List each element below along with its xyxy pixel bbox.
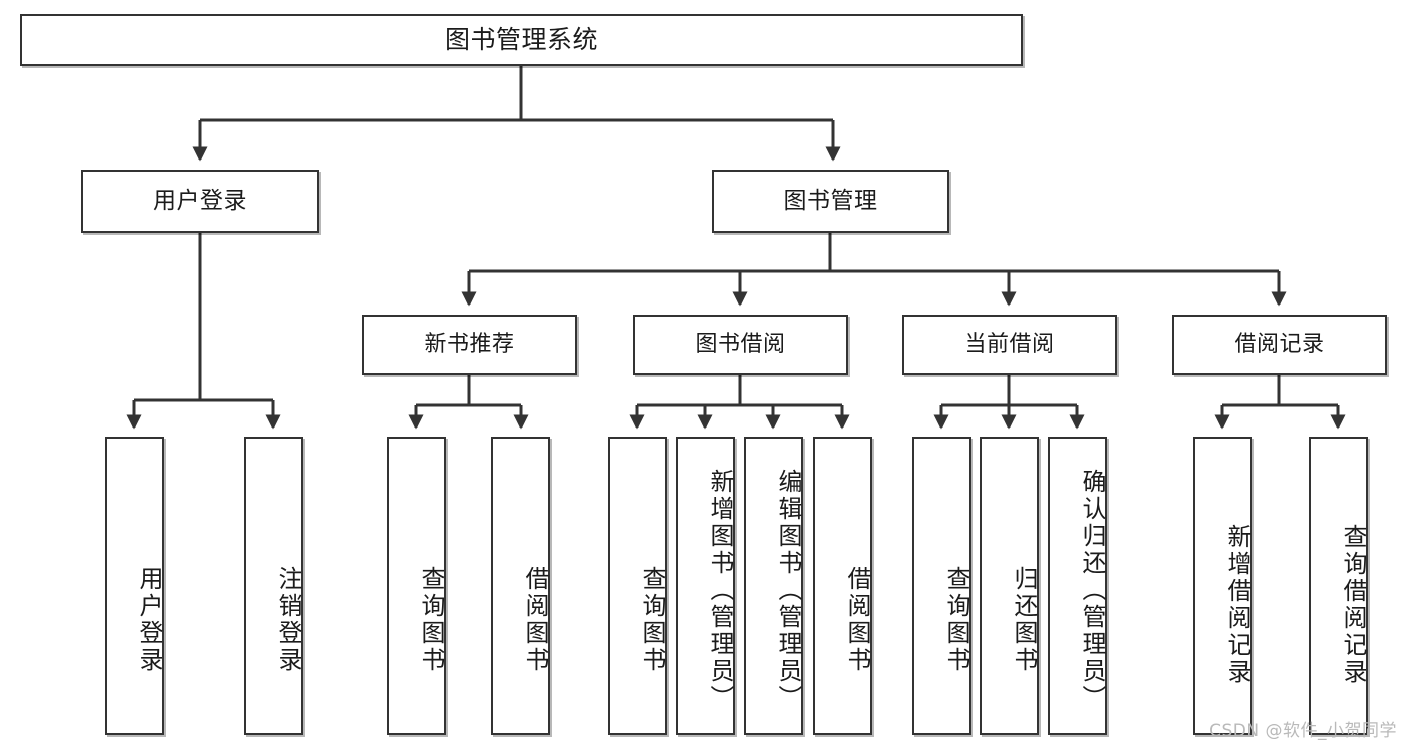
leaf-query-book-3[interactable]: 查询图书: [912, 437, 971, 735]
leaf-query-book-3-label: 查询图书: [942, 566, 970, 674]
leaf-add-book-label: 新增图书（管理员）: [706, 468, 734, 712]
node-borrow-record-label: 借阅记录: [1234, 331, 1325, 357]
leaf-query-record[interactable]: 查询借阅记录: [1309, 437, 1368, 735]
node-current-borrow[interactable]: 当前借阅: [902, 315, 1117, 375]
leaf-confirm-return-label: 确认归还（管理员）: [1078, 468, 1106, 712]
leaf-borrow-book-1[interactable]: 借阅图书: [491, 437, 550, 735]
leaf-query-book-2-label: 查询图书: [638, 566, 666, 674]
leaf-user-login[interactable]: 用户登录: [105, 437, 164, 735]
leaf-logout-label: 注销登录: [274, 566, 302, 674]
leaf-return-book[interactable]: 归还图书: [980, 437, 1039, 735]
leaf-query-record-label: 查询借阅记录: [1339, 524, 1367, 686]
node-book-borrow-label: 图书借阅: [695, 331, 786, 357]
leaf-borrow-book-2[interactable]: 借阅图书: [813, 437, 872, 735]
leaf-add-record-label: 新增借阅记录: [1223, 524, 1251, 686]
node-current-borrow-label: 当前借阅: [964, 331, 1055, 357]
leaf-query-book-1-label: 查询图书: [417, 566, 445, 674]
leaf-borrow-book-2-label: 借阅图书: [843, 566, 871, 674]
leaf-add-record[interactable]: 新增借阅记录: [1193, 437, 1252, 735]
leaf-confirm-return[interactable]: 确认归还（管理员）: [1048, 437, 1107, 735]
leaf-user-login-label: 用户登录: [135, 566, 163, 674]
leaf-add-book[interactable]: 新增图书（管理员）: [676, 437, 735, 735]
node-root-label: 图书管理系统: [444, 25, 598, 54]
node-borrow-record[interactable]: 借阅记录: [1172, 315, 1387, 375]
leaf-query-book-2[interactable]: 查询图书: [608, 437, 667, 735]
leaf-borrow-book-1-label: 借阅图书: [521, 566, 549, 674]
watermark: CSDN @软件_小贺同学: [1209, 721, 1397, 741]
node-book-manage-label: 图书管理: [783, 187, 878, 214]
node-book-manage[interactable]: 图书管理: [712, 170, 949, 233]
node-new-book-recommend[interactable]: 新书推荐: [362, 315, 577, 375]
leaf-return-book-label: 归还图书: [1010, 566, 1038, 674]
node-new-book-recommend-label: 新书推荐: [424, 331, 515, 357]
node-user-login-label: 用户登录: [153, 187, 247, 214]
leaf-edit-book-label: 编辑图书（管理员）: [774, 468, 802, 712]
node-root[interactable]: 图书管理系统: [20, 14, 1023, 66]
node-book-borrow[interactable]: 图书借阅: [633, 315, 848, 375]
node-user-login[interactable]: 用户登录: [81, 170, 319, 233]
leaf-logout[interactable]: 注销登录: [244, 437, 303, 735]
leaf-query-book-1[interactable]: 查询图书: [387, 437, 446, 735]
leaf-edit-book[interactable]: 编辑图书（管理员）: [744, 437, 803, 735]
